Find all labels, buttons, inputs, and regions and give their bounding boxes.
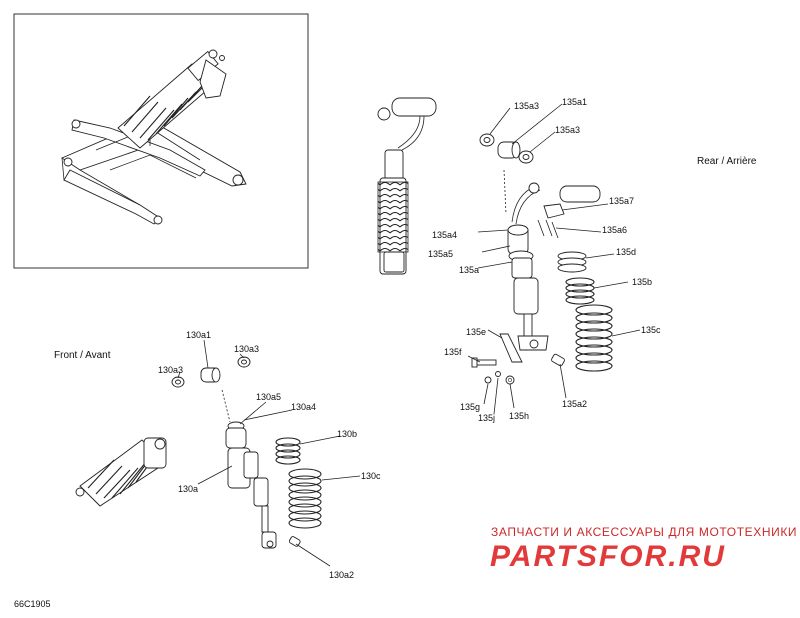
- part-labels: 135a3 135a1 135a3 135a7 135a4 135a6 135a…: [158, 97, 661, 580]
- label-130a1: 130a1: [186, 330, 211, 340]
- bushing-130a1: [200, 367, 221, 383]
- label-135f: 135f: [444, 347, 462, 357]
- washer-135j: [495, 371, 501, 377]
- spring-135c: [575, 304, 613, 372]
- label-135a3-top: 135a3: [514, 101, 539, 111]
- label-130c: 130c: [361, 471, 381, 481]
- front-section-title: Front / Avant: [54, 350, 111, 361]
- label-135h: 135h: [509, 411, 529, 421]
- label-135g: 135g: [460, 402, 480, 412]
- label-135d: 135d: [616, 247, 636, 257]
- watermark-brand: PARTSFOR.RU: [490, 540, 726, 573]
- bushing-135a1: [497, 141, 521, 159]
- bolt-135f: [471, 357, 497, 368]
- spring-130b: [275, 437, 301, 465]
- diagram-code: 66C1905: [14, 599, 51, 609]
- rear-shock-body-135a: [507, 224, 549, 351]
- rear-section-title: Rear / Arrière: [697, 156, 757, 167]
- overview-inset: [13, 13, 309, 269]
- pin-130a2: [288, 536, 301, 547]
- label-130a3-left: 130a3: [158, 365, 183, 375]
- rear-reservoir: [511, 182, 601, 225]
- label-130a: 130a: [178, 484, 198, 494]
- spring-130c: [288, 468, 322, 529]
- label-130a3-right: 130a3: [234, 344, 259, 354]
- front-shock-body-130a: [225, 421, 277, 549]
- label-135a7: 135a7: [609, 196, 634, 206]
- label-135c: 135c: [641, 325, 661, 335]
- label-135e: 135e: [466, 327, 486, 337]
- spring-135d: [557, 251, 587, 273]
- label-135a1: 135a1: [562, 97, 587, 107]
- watermark: ЗАПЧАСТИ И АКСЕССУАРЫ ДЛЯ МОТОТЕХНИКИ PA…: [490, 525, 797, 573]
- watermark-tagline: ЗАПЧАСТИ И АКСЕССУАРЫ ДЛЯ МОТОТЕХНИКИ: [491, 525, 797, 539]
- spring-135b: [565, 277, 595, 305]
- label-130b: 130b: [337, 429, 357, 439]
- front-exploded-parts: [171, 339, 361, 567]
- label-130a4: 130a4: [291, 402, 316, 412]
- label-130a5: 130a5: [256, 392, 281, 402]
- label-135b: 135b: [632, 277, 652, 287]
- label-135a2: 135a2: [562, 399, 587, 409]
- label-135a4: 135a4: [432, 230, 457, 240]
- pin-135a2-rear: [551, 353, 565, 367]
- nut-135g: [484, 376, 492, 384]
- front-shock-assembled: [75, 437, 167, 507]
- label-135a6: 135a6: [602, 225, 627, 235]
- rear-shock-assembled: [377, 97, 437, 275]
- bracket-135e: [499, 333, 523, 363]
- screws-135a6: [537, 219, 559, 239]
- label-135a5: 135a5: [428, 249, 453, 259]
- label-135a: 135a: [459, 265, 479, 275]
- label-130a2: 130a2: [329, 570, 354, 580]
- label-135j: 135j: [478, 413, 495, 423]
- rear-exploded-parts: [467, 103, 641, 415]
- label-135a3-mid: 135a3: [555, 125, 580, 135]
- clamp-135a7: [543, 203, 565, 219]
- rear-suspension-arm-illustration: [61, 49, 247, 225]
